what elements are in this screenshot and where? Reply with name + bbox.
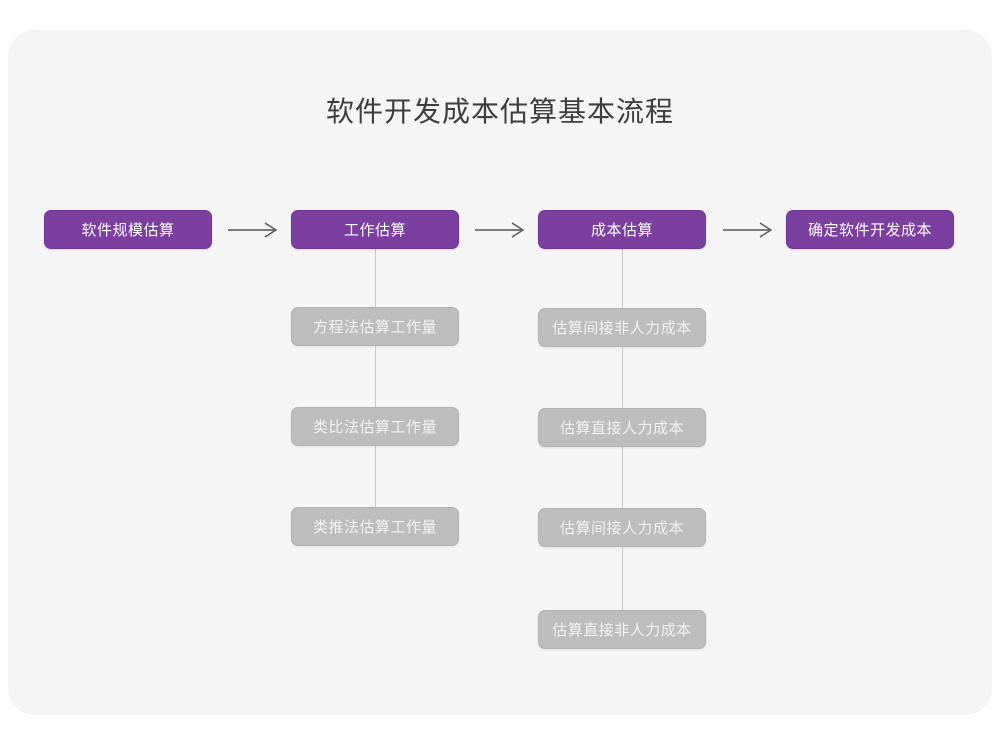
connector-line-stage-2 bbox=[375, 249, 376, 529]
flow-substep-label: 估算直接人力成本 bbox=[559, 420, 684, 437]
flow-node-stage-2[interactable]: 工作估算 bbox=[291, 210, 459, 249]
flow-substep-stage-2-2[interactable]: 类比法估算工作量 bbox=[291, 407, 459, 446]
flow-substep-label: 方程法估算工作量 bbox=[312, 319, 437, 336]
flow-substep-label: 估算间接人力成本 bbox=[559, 520, 684, 537]
arrow-right-icon-1 bbox=[226, 219, 282, 241]
flow-substep-stage-3-2[interactable]: 估算直接人力成本 bbox=[538, 408, 706, 447]
flow-substep-stage-3-3[interactable]: 估算间接人力成本 bbox=[538, 508, 706, 547]
flow-node-label: 成本估算 bbox=[590, 222, 653, 239]
flow-substep-stage-3-1[interactable]: 估算间接非人力成本 bbox=[538, 308, 706, 347]
flow-substep-stage-3-4[interactable]: 估算直接非人力成本 bbox=[538, 610, 706, 649]
arrow-right-icon-2 bbox=[473, 219, 529, 241]
page-title: 软件开发成本估算基本流程 bbox=[325, 96, 674, 127]
flow-substep-stage-2-3[interactable]: 类推法估算工作量 bbox=[291, 507, 459, 546]
flow-node-label: 工作估算 bbox=[343, 222, 406, 239]
flow-substep-label: 估算间接非人力成本 bbox=[552, 320, 692, 337]
flow-substep-stage-2-1[interactable]: 方程法估算工作量 bbox=[291, 307, 459, 346]
diagram-canvas: 软件开发成本估算基本流程 软件规模估算 工作估算 方程法估算工作量 类比法估算工… bbox=[8, 30, 992, 715]
flow-substep-label: 类推法估算工作量 bbox=[312, 519, 437, 536]
flow-node-stage-3[interactable]: 成本估算 bbox=[538, 210, 706, 249]
arrow-right-icon-3 bbox=[721, 219, 777, 241]
flow-node-label: 软件规模估算 bbox=[81, 222, 175, 239]
flow-node-stage-1[interactable]: 软件规模估算 bbox=[44, 210, 212, 249]
flow-substep-label: 估算直接非人力成本 bbox=[552, 622, 692, 639]
flow-node-stage-4[interactable]: 确定软件开发成本 bbox=[786, 210, 954, 249]
flow-substep-label: 类比法估算工作量 bbox=[312, 419, 437, 436]
flow-node-label: 确定软件开发成本 bbox=[807, 222, 932, 239]
